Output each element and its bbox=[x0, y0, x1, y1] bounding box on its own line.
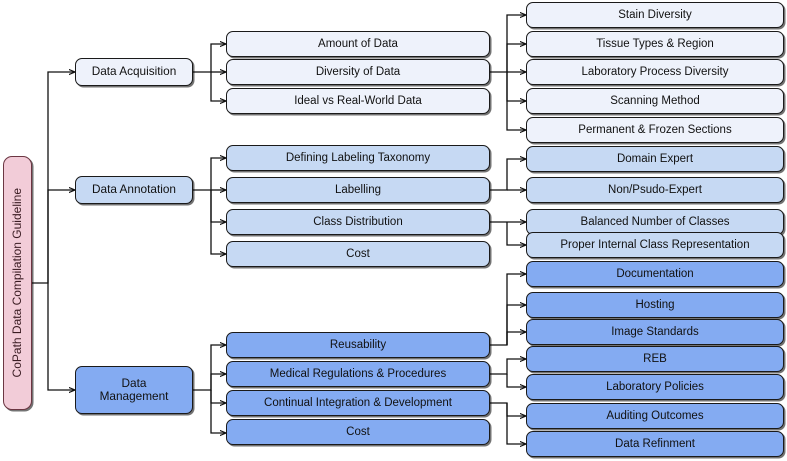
class-distribution-leaf-connectors bbox=[490, 222, 526, 245]
leaf-auditing-outcomes[interactable]: Auditing Outcomes bbox=[526, 403, 784, 429]
topic-defining-labeling-taxonomy[interactable]: Defining Labeling Taxonomy bbox=[226, 145, 490, 171]
leaf-non-psudo-expert[interactable]: Non/Psudo-Expert bbox=[526, 177, 784, 203]
annotation-topic-connectors bbox=[193, 158, 226, 254]
branch-label-line1: Data bbox=[121, 375, 147, 390]
topic-cost-annotation[interactable]: Cost bbox=[226, 241, 490, 267]
root-label: CoPath Data Compilation Guideline bbox=[9, 188, 24, 378]
leaf-hosting[interactable]: Hosting bbox=[526, 292, 784, 318]
topic-labelling[interactable]: Labelling bbox=[226, 177, 490, 203]
topic-label: Class Distribution bbox=[313, 215, 403, 228]
topic-label: Ideal vs Real-World Data bbox=[294, 94, 422, 107]
leaf-label: REB bbox=[643, 352, 667, 365]
branch-label: Data Acquisition bbox=[91, 64, 177, 79]
topic-diversity-of-data[interactable]: Diversity of Data bbox=[226, 59, 490, 85]
leaf-reb[interactable]: REB bbox=[526, 346, 784, 372]
reusability-leaf-connectors bbox=[490, 274, 526, 346]
leaf-domain-expert[interactable]: Domain Expert bbox=[526, 146, 784, 172]
leaf-balanced-number-of-classes[interactable]: Balanced Number of Classes bbox=[526, 209, 784, 235]
leaf-label: Domain Expert bbox=[616, 152, 694, 165]
branch-data-annotation[interactable]: Data Annotation bbox=[75, 176, 193, 204]
topic-continual-integration[interactable]: Continual Integration & Development bbox=[226, 390, 490, 416]
root-to-branch-connectors bbox=[32, 72, 75, 390]
leaf-laboratory-policies[interactable]: Laboratory Policies bbox=[526, 374, 784, 400]
management-topic-connectors bbox=[193, 345, 226, 433]
topic-label: Reusability bbox=[329, 338, 387, 351]
leaf-label: Auditing Outcomes bbox=[606, 409, 704, 422]
medical-regulations-leaf-connectors bbox=[490, 359, 526, 387]
leaf-label: Laboratory Policies bbox=[606, 380, 704, 393]
topic-label: Continual Integration & Development bbox=[264, 396, 452, 409]
leaf-label: Scanning Method bbox=[610, 94, 700, 107]
topic-label: Medical Regulations & Procedures bbox=[269, 367, 447, 380]
leaf-label: Hosting bbox=[635, 298, 675, 311]
branch-label: Data Annotation bbox=[92, 182, 176, 197]
topic-label: Cost bbox=[346, 247, 370, 260]
branch-data-management[interactable]: Data Management bbox=[75, 366, 193, 414]
continual-integration-leaf-connectors bbox=[490, 402, 526, 444]
diversity-leaf-connectors bbox=[490, 15, 526, 130]
leaf-label: Tissue Types & Region bbox=[596, 37, 714, 50]
topic-amount-of-data[interactable]: Amount of Data bbox=[226, 31, 490, 57]
branch-data-acquisition[interactable]: Data Acquisition bbox=[75, 58, 193, 86]
topic-label: Cost bbox=[346, 425, 370, 438]
acquisition-topic-connectors bbox=[193, 44, 226, 101]
leaf-tissue-types-region[interactable]: Tissue Types & Region bbox=[526, 31, 784, 57]
topic-label: Labelling bbox=[334, 183, 382, 196]
leaf-laboratory-process-diversity[interactable]: Laboratory Process Diversity bbox=[526, 59, 784, 85]
leaf-label: Proper Internal Class Representation bbox=[560, 238, 750, 251]
leaf-label: Permanent & Frozen Sections bbox=[578, 123, 732, 136]
leaf-label: Non/Psudo-Expert bbox=[608, 183, 702, 196]
topic-ideal-vs-real-world-data[interactable]: Ideal vs Real-World Data bbox=[226, 88, 490, 114]
leaf-stain-diversity[interactable]: Stain Diversity bbox=[526, 2, 784, 28]
topic-label: Defining Labeling Taxonomy bbox=[285, 151, 431, 164]
leaf-scanning-method[interactable]: Scanning Method bbox=[526, 88, 784, 114]
leaf-label: Documentation bbox=[616, 267, 694, 280]
branch-label-line2: Management bbox=[99, 389, 169, 403]
topic-label: Amount of Data bbox=[318, 37, 398, 50]
labelling-leaf-connectors bbox=[490, 159, 526, 190]
leaf-permanent-frozen-sections[interactable]: Permanent & Frozen Sections bbox=[526, 117, 784, 143]
topic-reusability[interactable]: Reusability bbox=[226, 332, 490, 358]
leaf-label: Laboratory Process Diversity bbox=[581, 65, 729, 78]
topic-label: Diversity of Data bbox=[315, 65, 401, 78]
leaf-label: Balanced Number of Classes bbox=[580, 215, 730, 228]
leaf-label: Image Standards bbox=[611, 325, 699, 338]
leaf-label: Stain Diversity bbox=[618, 8, 692, 21]
topic-medical-regulations[interactable]: Medical Regulations & Procedures bbox=[226, 361, 490, 387]
leaf-label: Data Refinment bbox=[615, 437, 695, 450]
root-node[interactable]: CoPath Data Compilation Guideline bbox=[3, 156, 32, 410]
leaf-data-refinment[interactable]: Data Refinment bbox=[526, 431, 784, 457]
leaf-proper-internal-class-representation[interactable]: Proper Internal Class Representation bbox=[526, 232, 784, 258]
leaf-image-standards[interactable]: Image Standards bbox=[526, 319, 784, 345]
topic-cost-management[interactable]: Cost bbox=[226, 419, 490, 445]
leaf-documentation[interactable]: Documentation bbox=[526, 261, 784, 287]
topic-class-distribution[interactable]: Class Distribution bbox=[226, 209, 490, 235]
